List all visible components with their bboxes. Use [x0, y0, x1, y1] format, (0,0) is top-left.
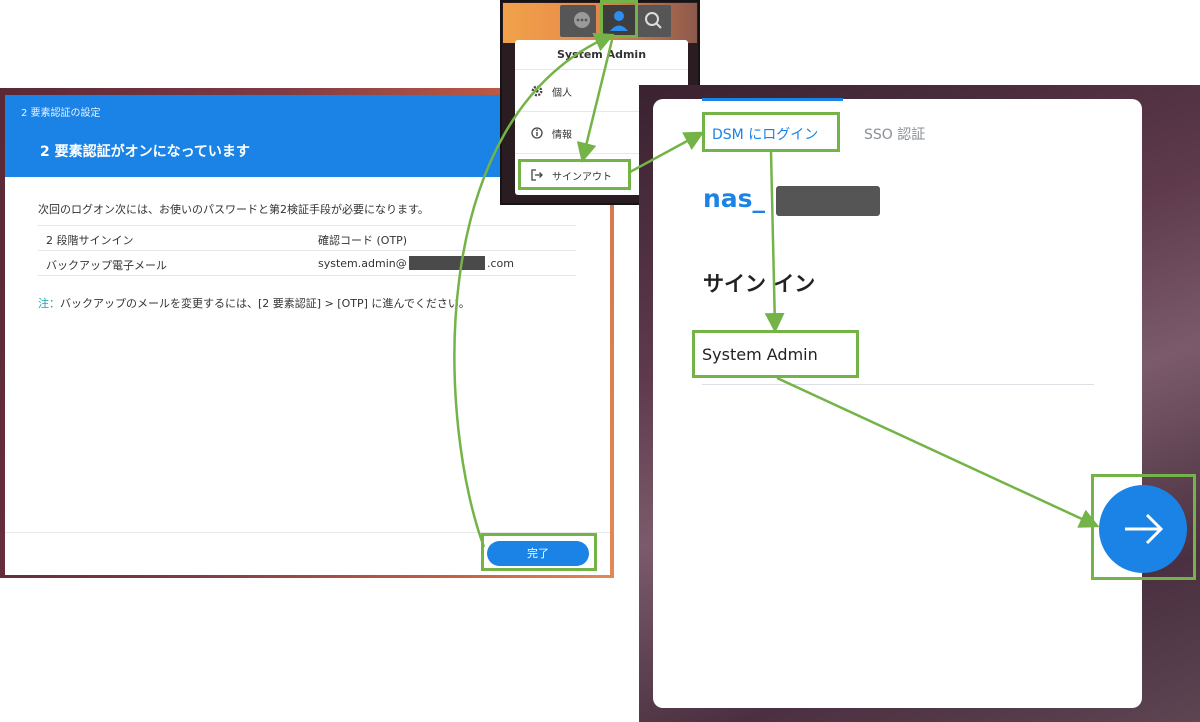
dialog-note: 注：バックアップのメールを変更するには、[2 要素認証] > [OTP] に進ん… — [38, 295, 470, 311]
table-row-label: 2 段階サインイン — [46, 234, 134, 247]
tab-sso[interactable]: SSO 認証 — [864, 127, 926, 143]
note-text: バックアップのメールを変更するには、[2 要素認証] > [OTP] に進んでく… — [60, 297, 470, 310]
search-icon — [645, 12, 662, 29]
table-row-label: バックアップ電子メール — [46, 259, 167, 272]
menu-divider — [515, 69, 688, 70]
sign-out-icon — [531, 169, 543, 181]
login-card — [653, 99, 1142, 708]
table-row-value: 確認コード (OTP) — [318, 234, 408, 247]
backup-email-suffix: .com — [487, 257, 514, 270]
table-divider — [38, 275, 576, 276]
menu-item-sign-out[interactable]: サインアウト — [530, 167, 680, 183]
info-icon — [531, 127, 543, 139]
menu-item-label: 個人 — [552, 88, 572, 99]
table-divider — [38, 250, 576, 251]
search-button[interactable] — [635, 5, 671, 37]
arrow-user-to-signout — [576, 39, 614, 163]
chat-icon — [574, 12, 590, 28]
arrow-tab-to-username — [764, 151, 785, 333]
annotation-box-user — [600, 0, 638, 38]
active-tab-indicator — [702, 98, 843, 101]
tab-dsm-login[interactable]: DSM にログイン — [712, 127, 819, 143]
dialog-footer-divider — [5, 532, 610, 533]
table-divider — [38, 225, 576, 226]
menu-item-label: 情報 — [552, 130, 572, 141]
arrow-signout-to-tab — [629, 131, 705, 174]
username-underline — [702, 384, 1094, 385]
menu-divider — [515, 153, 688, 154]
menu-divider — [515, 111, 688, 112]
user-icon — [610, 11, 628, 31]
redacted-hostname-mask — [776, 186, 880, 216]
arrow-right-icon — [1125, 513, 1164, 545]
arrow-username-to-next — [776, 376, 1100, 528]
done-button[interactable]: 完了 — [487, 541, 589, 566]
dialog-description: 次回のログオン次には、お使いのパスワードと第2検証手段が必要になります。 — [38, 203, 429, 216]
signin-heading: サイン イン — [703, 272, 816, 296]
username-field[interactable]: System Admin — [702, 345, 818, 364]
dialog-caption: 2 要素認証の設定 — [21, 108, 101, 119]
note-label: 注： — [38, 297, 60, 310]
user-menu-button[interactable] — [601, 5, 637, 37]
menu-item-info[interactable]: 情報 — [530, 125, 680, 141]
backup-email-prefix: system.admin@ — [318, 257, 407, 270]
dialog-title: 2 要素認証がオンになっています — [40, 144, 250, 160]
menu-item-label: サインアウト — [552, 172, 612, 183]
hostname: nas_ — [703, 184, 766, 213]
arrow-done-to-user — [453, 32, 615, 548]
next-button[interactable] — [1099, 485, 1187, 573]
chat-button[interactable] — [560, 5, 596, 37]
annotation-box-done — [481, 533, 597, 571]
annotation-box-sign-out — [518, 159, 631, 190]
redacted-email-mask — [409, 256, 485, 270]
